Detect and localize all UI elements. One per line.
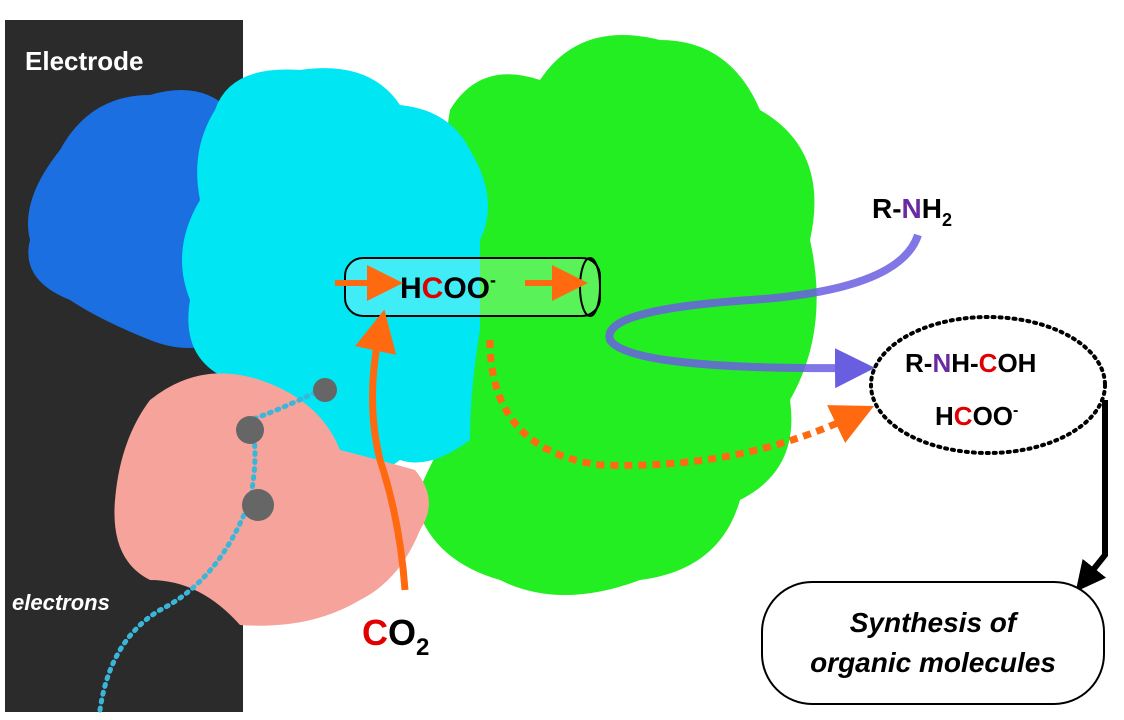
product-ellipse bbox=[869, 315, 1107, 455]
synthesis-line1: Synthesis of bbox=[850, 607, 1019, 638]
amine-arrow bbox=[605, 233, 922, 389]
formamide-product-label: R-NH-COH bbox=[905, 348, 1036, 378]
cyan-protein-domain bbox=[182, 68, 488, 478]
synthesis-arrow bbox=[1075, 400, 1108, 592]
co2-arrow bbox=[355, 309, 409, 591]
co2-label: CO2 bbox=[362, 612, 429, 661]
formate-release-arrow bbox=[486, 339, 874, 469]
amine-label: R-NH2 bbox=[872, 193, 952, 230]
electron-path bbox=[97, 387, 323, 713]
iron-sulfur-clusters bbox=[236, 378, 337, 521]
formate-tunnel: HCOO- bbox=[335, 257, 601, 317]
green-protein-domain bbox=[415, 35, 817, 595]
tunnel-formate-label: HCOO- bbox=[400, 270, 496, 305]
formate-product-label: HCOO- bbox=[935, 401, 1018, 431]
synthesis-box bbox=[761, 581, 1105, 705]
electrons-label: electrons bbox=[12, 590, 110, 615]
electrode-label: Electrode bbox=[25, 46, 144, 76]
synthesis-line2: organic molecules bbox=[810, 647, 1056, 678]
